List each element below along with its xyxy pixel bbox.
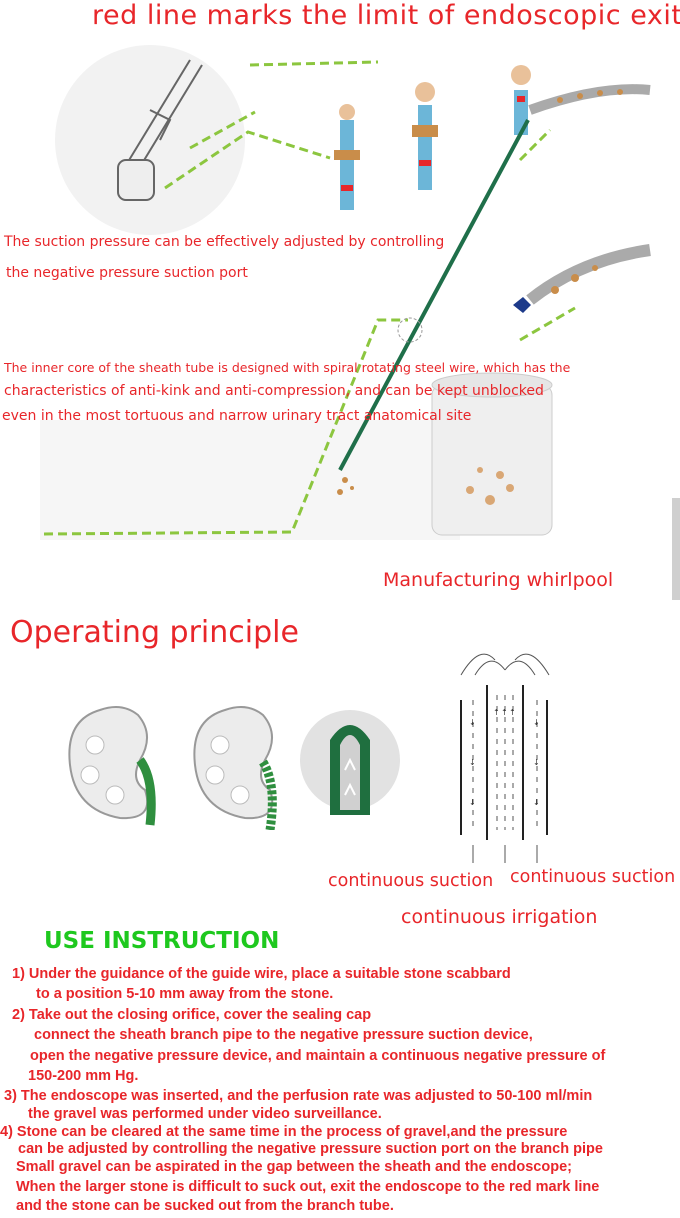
instruction-line: can be adjusted by controlling the negat… [18, 1141, 603, 1157]
operating-principle-heading: Operating principle [10, 615, 299, 650]
svg-text:↓: ↓ [533, 758, 540, 767]
suction-note-line-1: The suction pressure can be effectively … [4, 234, 445, 250]
svg-text:↓: ↓ [533, 718, 540, 727]
collection-cup [431, 372, 553, 536]
svg-text:↑: ↑ [493, 708, 500, 717]
instruction-line: 3) The endoscope was inserted, and the p… [4, 1088, 593, 1104]
svg-text:↑: ↑ [509, 708, 516, 717]
kidney-2 [193, 705, 277, 830]
instruction-line: Small gravel can be aspirated in the gap… [16, 1159, 572, 1175]
svg-text:↓: ↓ [469, 798, 476, 807]
instruction-line: open the negative pressure device, and m… [30, 1048, 606, 1064]
continuous-irrigation-label: continuous irrigation [401, 906, 598, 928]
sheath-product-illustration [40, 45, 680, 600]
instruction-line: to a position 5-10 mm away from the ston… [36, 986, 334, 1002]
scope-closeup [117, 59, 203, 201]
kidney-1 [68, 705, 156, 826]
continuous-suction-label-right: continuous suction [510, 867, 676, 887]
instruction-line: 1) Under the guidance of the guide wire,… [12, 966, 511, 982]
svg-text:↓: ↓ [469, 758, 476, 767]
page-title: red line marks the limit of endoscopic e… [92, 0, 680, 31]
svg-text:↓: ↓ [469, 718, 476, 727]
flow-diagram: ↓↓↓ ↓↓↓ ↑↑↑ [460, 653, 550, 863]
svg-text:↓: ↓ [533, 798, 540, 807]
instruction-line: 150-200 mm Hg. [28, 1068, 139, 1084]
connector-1 [334, 104, 360, 210]
instruction-line: and the stone can be sucked out from the… [16, 1198, 394, 1214]
instruction-line: 2) Take out the closing orifice, cover t… [12, 1007, 372, 1023]
instruction-line: connect the sheath branch pipe to the ne… [34, 1027, 533, 1043]
core-note-line-1: The inner core of the sheath tube is des… [4, 360, 571, 375]
instruction-line: When the larger stone is difficult to su… [16, 1179, 600, 1195]
connector-2 [412, 82, 438, 190]
sheath-tube [338, 119, 530, 471]
instruction-line: the gravel was performed under video sur… [28, 1106, 382, 1122]
suction-note-line-2: the negative pressure suction port [6, 265, 248, 281]
kidney-diagrams [68, 705, 400, 830]
sheath-crosssection [300, 710, 400, 815]
manufacturing-label: Manufacturing whirlpool [383, 569, 614, 591]
continuous-suction-label-left: continuous suction [328, 871, 494, 891]
core-note-line-2: characteristics of anti-kink and anti-co… [4, 383, 544, 399]
core-note-line-3: even in the most tortuous and narrow uri… [2, 408, 472, 424]
svg-text:↑: ↑ [501, 708, 508, 717]
use-instruction-heading: USE INSTRUCTION [44, 928, 280, 954]
instruction-line: 4) Stone can be cleared at the same time… [0, 1124, 568, 1140]
connector-3 [511, 65, 531, 135]
